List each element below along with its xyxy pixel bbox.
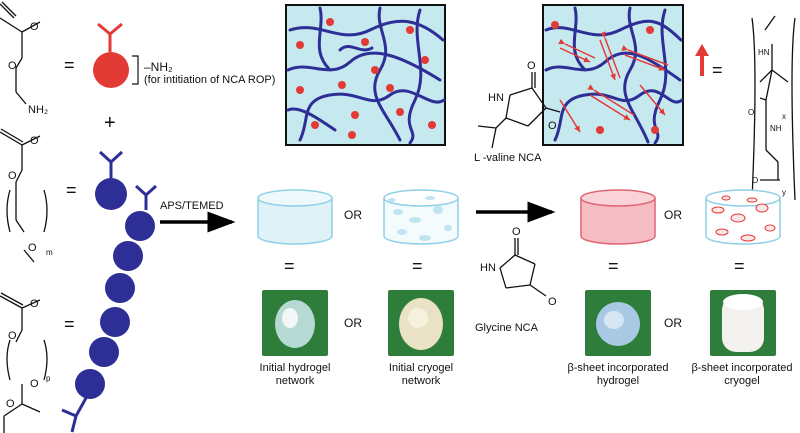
amine-note-label: (for intitiation of NCA ROP)	[144, 74, 276, 86]
beta-cryogel-cylinder-icon	[705, 189, 781, 245]
grafted-hn-label: HN	[758, 48, 770, 57]
valine-hn-label: HN	[488, 92, 504, 104]
equals-sign-6: =	[608, 256, 619, 276]
grafted-o-label-1: O	[748, 108, 755, 117]
grafted-nh-label: NH	[770, 124, 782, 133]
amine-monomer-icon	[93, 22, 139, 88]
o-label-3: O	[30, 135, 39, 147]
amine-group-label: –NH₂	[144, 60, 173, 74]
caption-beta-cryogel: β-sheet incorporated cryogel	[691, 362, 793, 387]
o-label-1: O	[30, 21, 39, 33]
glycine-nca-label: Glycine NCA	[475, 322, 538, 334]
equals-sign-4: =	[284, 256, 295, 276]
subscript-x: x	[782, 112, 786, 121]
initiator-label: APS/TEMED	[160, 200, 224, 212]
equals-sign-2: =	[66, 180, 77, 200]
plus-sign: +	[104, 112, 116, 134]
o-label-5: O	[28, 242, 37, 254]
glycine-o-label-2: O	[548, 296, 557, 308]
network-box-initial	[285, 4, 446, 146]
valine-o-label-1: O	[527, 60, 536, 72]
or-label-1: OR	[344, 208, 362, 222]
grafted-polymer-structure	[751, 15, 796, 201]
valine-nca-label: L -valine NCA	[474, 152, 542, 164]
valine-nca-structure	[477, 72, 561, 149]
subscript-p: p	[46, 374, 51, 383]
photo-beta-cryogel	[710, 290, 776, 356]
caption-beta-hydrogel: β-sheet incorporated hydrogel	[567, 362, 669, 387]
equals-sign-7: =	[734, 256, 745, 276]
red-up-arrow-icon	[695, 44, 709, 76]
o-label-8: O	[30, 378, 39, 390]
monomer-amine-structure	[0, 1, 41, 105]
or-label-3: OR	[344, 316, 362, 330]
or-label-2: OR	[664, 208, 682, 222]
glycine-o-label-1: O	[512, 226, 521, 238]
caption-initial-cryogel: Initial cryogel network	[388, 362, 454, 387]
crosslinker-chain-icon	[61, 184, 158, 433]
network-box-beta-sheet	[542, 4, 684, 146]
equals-sign-1: =	[64, 55, 75, 75]
o-label-7: O	[8, 330, 17, 342]
valine-o-label-2: O	[548, 120, 557, 132]
cryogel-cylinder-icon	[383, 189, 459, 245]
caption-initial-hydrogel: Initial hydrogel network	[259, 362, 331, 387]
or-label-4: OR	[664, 316, 682, 330]
grafted-o-label-2: O	[752, 176, 759, 185]
glycine-nca-structure	[499, 238, 547, 297]
equals-sign-3: =	[64, 314, 75, 334]
monomer-crosslinker-structure	[0, 292, 48, 433]
glycine-hn-label: HN	[480, 262, 496, 274]
monomer-peg-structure	[0, 128, 48, 263]
photo-beta-hydrogel	[585, 290, 651, 356]
photo-initial-cryogel	[388, 290, 454, 356]
peg-monomer-icon	[95, 150, 127, 210]
nh2-formula-label: NH₂	[28, 104, 49, 116]
o-label-4: O	[8, 170, 17, 182]
subscript-y: y	[782, 188, 786, 197]
beta-hydrogel-cylinder-icon	[580, 189, 656, 245]
o-label-9: O	[6, 398, 15, 410]
o-label-2: O	[8, 60, 17, 72]
hydrogel-cylinder-icon	[257, 189, 333, 245]
photo-initial-hydrogel	[262, 290, 328, 356]
o-label-6: O	[30, 298, 39, 310]
subscript-m: m	[46, 248, 53, 257]
equals-sign-8: =	[712, 60, 723, 80]
equals-sign-5: =	[412, 256, 423, 276]
